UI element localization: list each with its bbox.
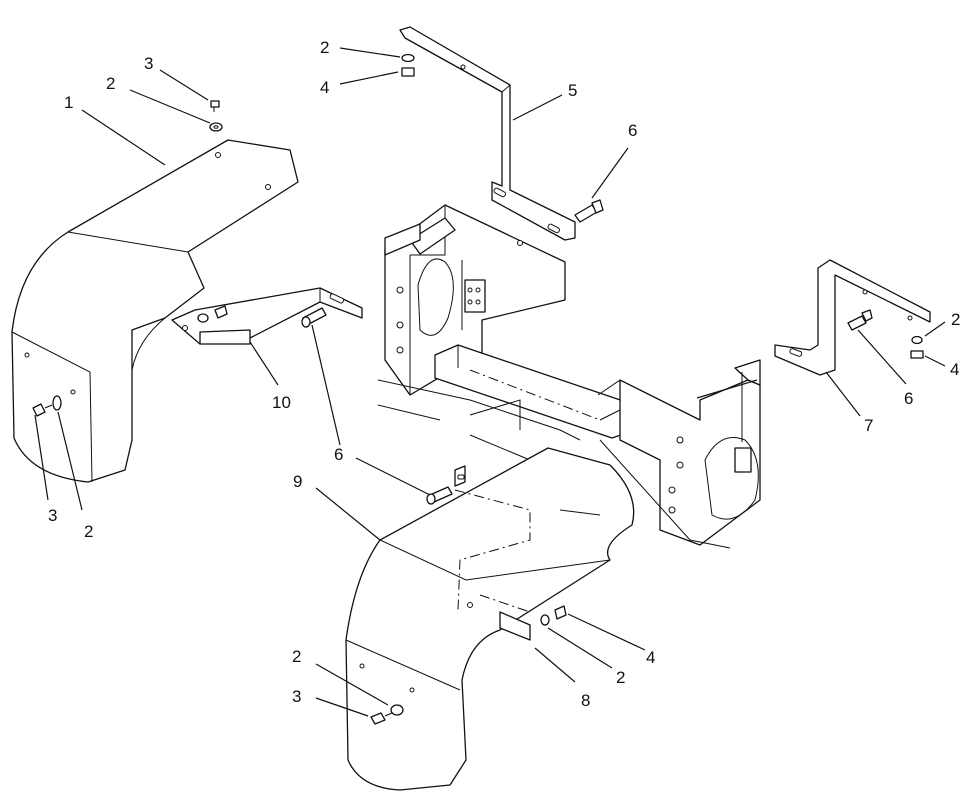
- hardware: [32, 53, 924, 725]
- upper-rear-bracket: [399, 26, 576, 246]
- right-fender: [345, 447, 635, 791]
- callout-3: 3: [48, 506, 57, 525]
- callout-4: 4: [646, 648, 655, 667]
- callout-6: 6: [628, 121, 637, 140]
- callout-6: 6: [334, 445, 343, 464]
- callout-2: 2: [616, 668, 625, 687]
- callout-6: 6: [904, 389, 913, 408]
- callout-7: 7: [864, 416, 873, 435]
- callout-10: 10: [272, 393, 291, 412]
- left-fender: [11, 139, 299, 483]
- callout-3: 3: [144, 54, 153, 73]
- callout-4: 4: [950, 360, 959, 379]
- mower-frame: [377, 204, 761, 549]
- callout-3: 3: [292, 687, 301, 706]
- callout-2: 2: [320, 38, 329, 57]
- callout-9: 9: [293, 472, 302, 491]
- lower-fender-bracket: [454, 465, 531, 641]
- right-rear-bracket: [774, 259, 931, 376]
- callout-4: 4: [320, 78, 329, 97]
- callout-2: 2: [84, 522, 93, 541]
- callout-8: 8: [581, 691, 590, 710]
- callout-2: 2: [951, 310, 960, 329]
- leader-lines: [34, 47, 946, 717]
- callout-5: 5: [568, 81, 577, 100]
- callouts: 1 2 3 2 4 5 6 10 3 2 6 9 2 3 8 2 4 2 4 6…: [48, 38, 960, 710]
- left-fender-bracket: [171, 287, 363, 345]
- callout-1: 1: [64, 93, 73, 112]
- callout-2: 2: [292, 647, 301, 666]
- callout-2: 2: [106, 74, 115, 93]
